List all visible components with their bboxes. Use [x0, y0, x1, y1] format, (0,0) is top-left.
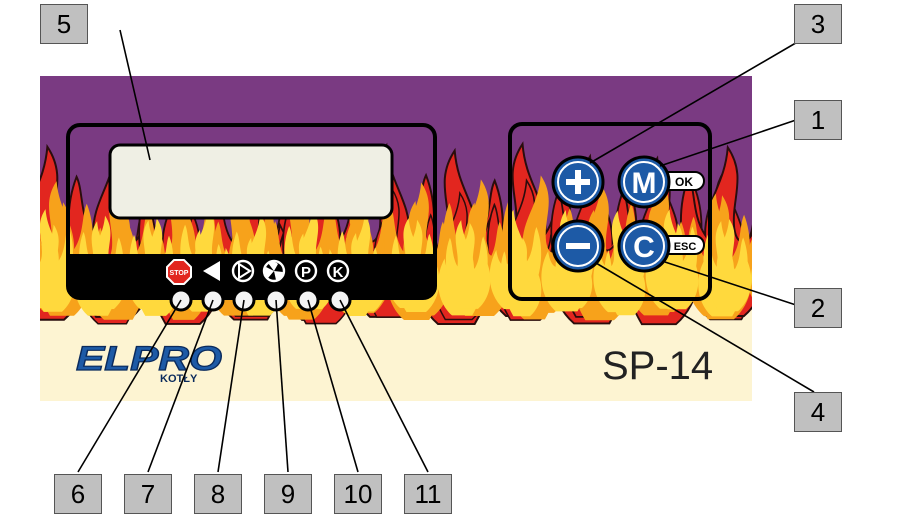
- fan-icon: [262, 259, 286, 283]
- callout-3: 3: [794, 4, 842, 44]
- svg-text:M: M: [632, 167, 657, 200]
- display-window: [66, 123, 437, 300]
- callout-8: 8: [194, 474, 242, 514]
- callout-5: 5: [40, 4, 88, 44]
- cancel-esc-button[interactable]: ESC C: [617, 219, 705, 273]
- callout-9: 9: [264, 474, 312, 514]
- indicator-icons: STOP P K: [166, 259, 350, 285]
- svg-text:P: P: [301, 264, 311, 281]
- model-name: SP-14: [602, 344, 713, 388]
- minus-button[interactable]: [551, 219, 605, 273]
- callout-11: 11: [404, 474, 452, 514]
- callout-4: 4: [794, 392, 842, 432]
- pump-icon: [231, 259, 255, 283]
- brand-main: ELPRO: [76, 340, 222, 378]
- lcd-screen: [108, 143, 394, 220]
- menu-ok-button[interactable]: OK M: [617, 155, 705, 209]
- k-icon: K: [326, 259, 350, 283]
- callout-6: 6: [54, 474, 102, 514]
- leader-lines: [77, 29, 819, 473]
- stop-icon: STOP: [166, 259, 192, 285]
- callout-2: 2: [794, 288, 842, 328]
- callout-7: 7: [124, 474, 172, 514]
- svg-text:C: C: [633, 231, 655, 264]
- svg-text:K: K: [333, 264, 344, 281]
- p-icon: P: [294, 259, 318, 283]
- stop-icon-label: STOP: [170, 270, 189, 277]
- plus-button[interactable]: [551, 155, 605, 209]
- brand-logo: ELPRO KOTŁY: [75, 339, 222, 385]
- callout-1: 1: [794, 100, 842, 140]
- esc-label: ESC: [674, 241, 697, 253]
- triangle-left-icon: [203, 261, 220, 281]
- callout-10: 10: [334, 474, 382, 514]
- keypad-frame: [508, 122, 712, 301]
- ok-label: OK: [675, 175, 693, 189]
- led-row: [169, 288, 352, 312]
- brand-sub: KOTŁY: [160, 373, 198, 385]
